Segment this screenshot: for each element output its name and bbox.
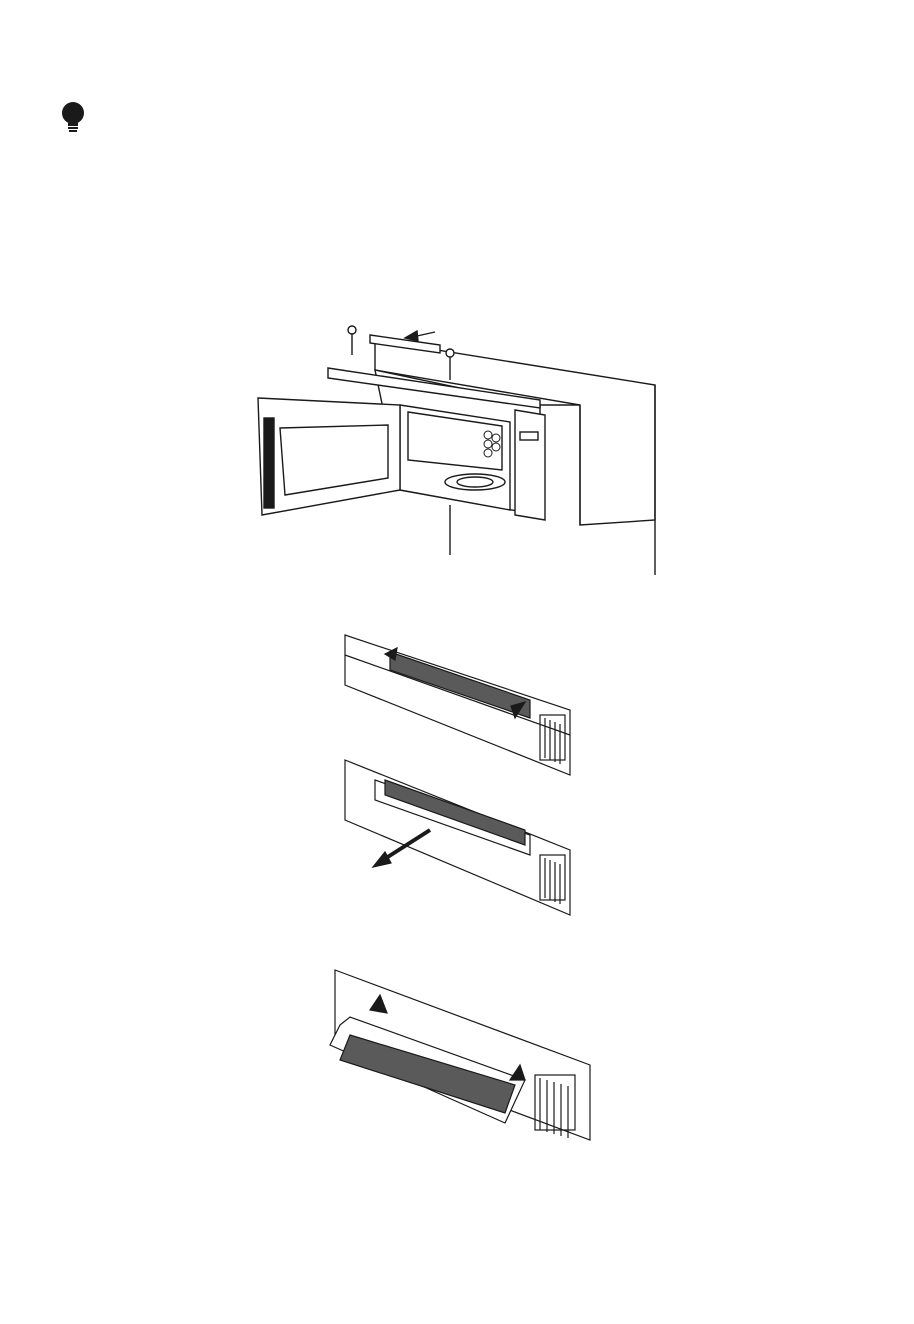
filter-insert-illustration <box>325 965 595 1145</box>
microwave-vent-grille-illustration <box>240 310 680 580</box>
lightbulb-icon <box>58 98 88 138</box>
filter-pull-out-illustration <box>335 755 580 920</box>
